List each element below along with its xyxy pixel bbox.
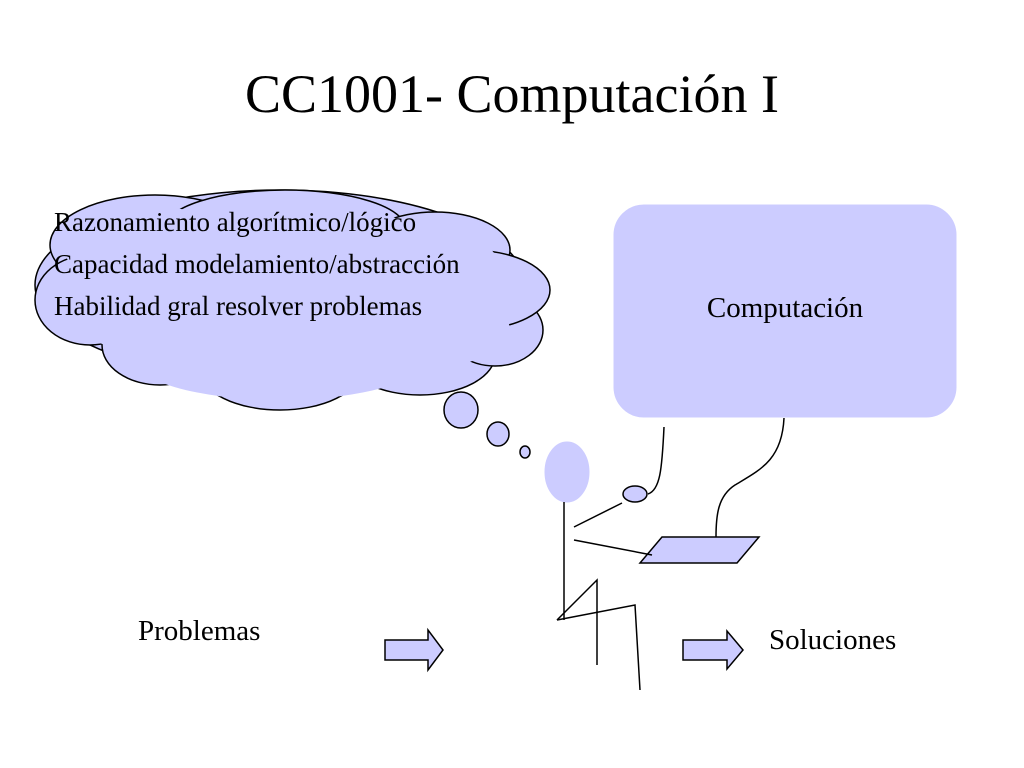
thought-trail xyxy=(443,391,531,459)
cable-to-mouse xyxy=(647,426,665,495)
output-label: Soluciones xyxy=(769,624,897,656)
slide-title: CC1001- Computación I xyxy=(245,64,779,124)
trail-circle-small xyxy=(519,445,531,459)
trail-circle-large xyxy=(443,391,479,429)
thought-cloud-fill xyxy=(55,204,510,400)
input-arrow xyxy=(384,627,444,673)
person-body xyxy=(556,502,653,691)
keyboard-shape xyxy=(638,536,761,564)
trail-circle-medium xyxy=(486,421,510,447)
output-arrow xyxy=(682,628,744,672)
thought-text: Razonamiento algorítmico/lógico Capacida… xyxy=(54,201,460,327)
person-head xyxy=(544,441,590,503)
thought-line: Razonamiento algorítmico/lógico xyxy=(54,207,417,237)
cable-to-keyboard xyxy=(715,417,785,538)
computer-box xyxy=(613,204,957,418)
thought-line: Habilidad gral resolver problemas xyxy=(54,291,423,321)
input-label: Problemas xyxy=(138,615,261,647)
thought-line: Capacidad modelamiento/abstracción xyxy=(54,249,460,279)
mouse-shape xyxy=(622,485,648,503)
computer-label: Computación xyxy=(706,292,864,324)
